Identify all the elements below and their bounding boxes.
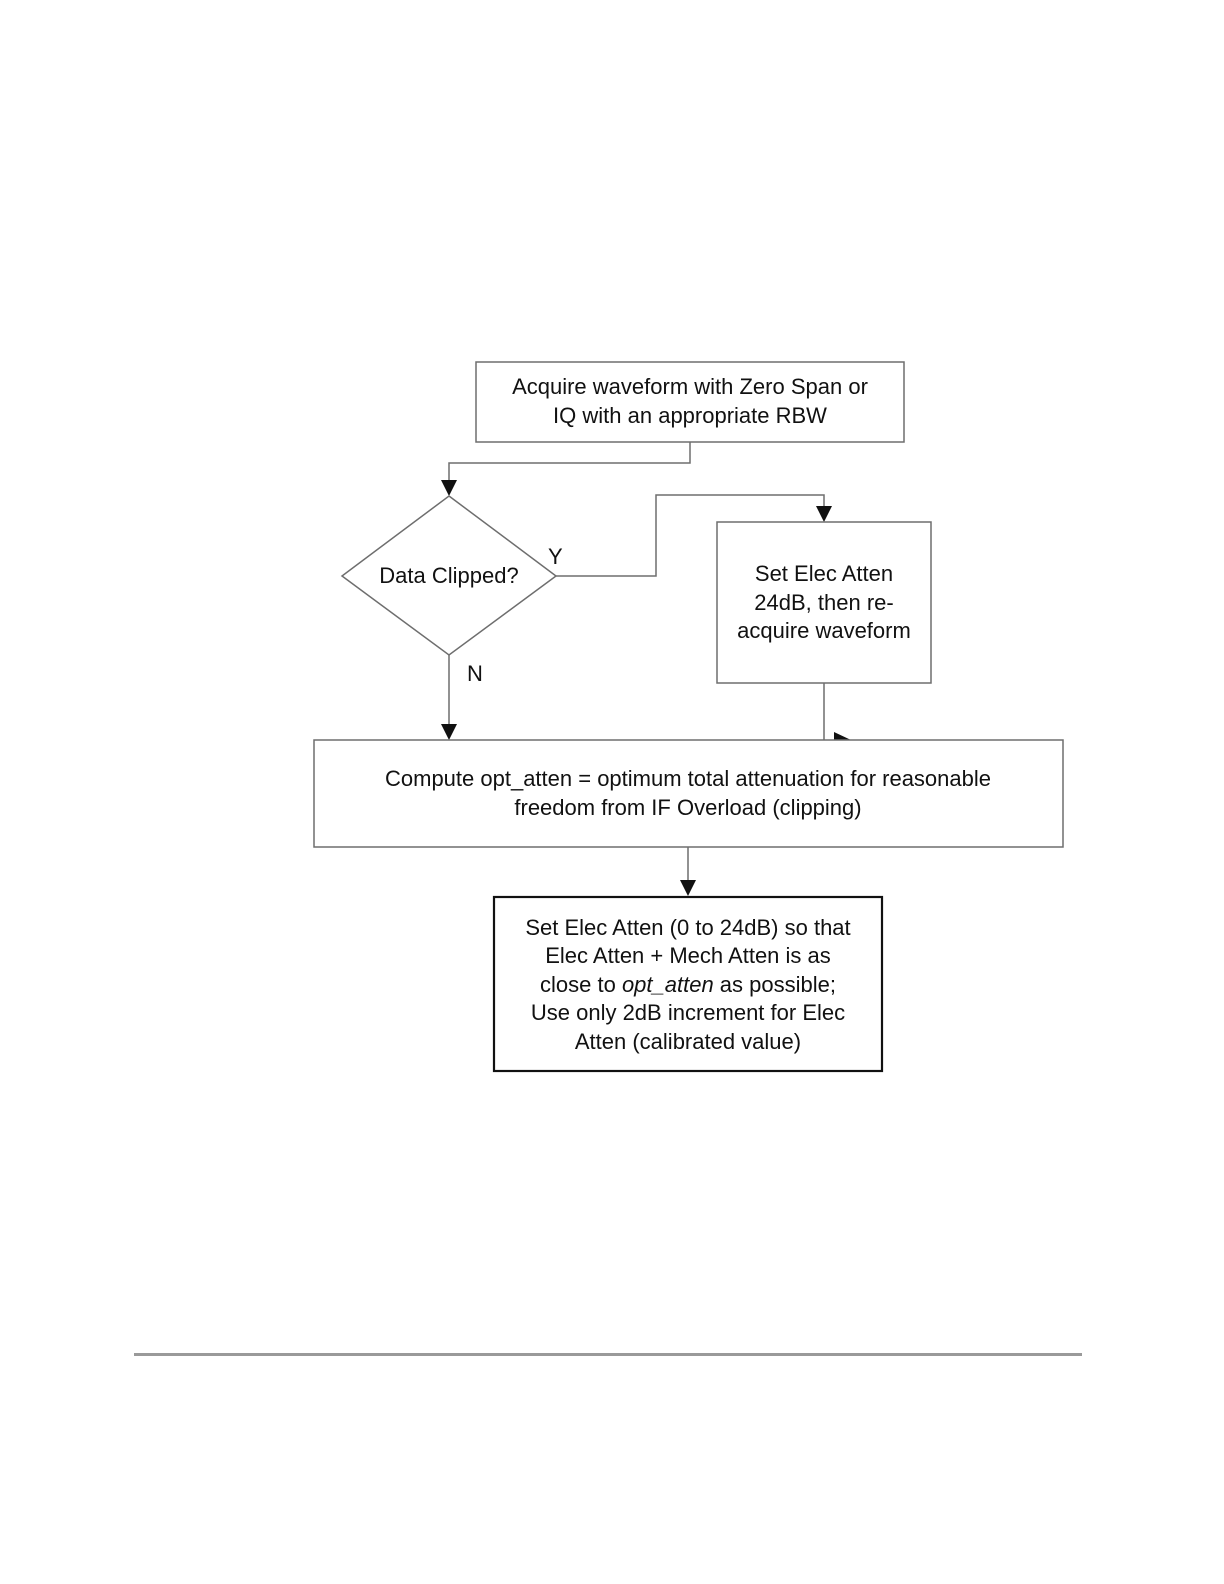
no-label: N (467, 661, 483, 686)
arrowhead-to-set-24db (816, 506, 832, 522)
set-24db-line-2: 24dB, then re- (754, 590, 893, 615)
set-24db-box: Set Elec Atten 24dB, then re- acquire wa… (716, 521, 932, 684)
set-24db-line-1: Set Elec Atten (755, 561, 893, 586)
set-24db-line-3: acquire waveform (737, 618, 911, 643)
data-clipped-decision: Data Clipped? (340, 495, 558, 656)
set-final-line-2: Elec Atten + Mech Atten is as (545, 943, 831, 968)
arrowhead-to-set-final (680, 880, 696, 896)
set-final-line-5: Atten (calibrated value) (575, 1029, 801, 1054)
edge-set-24db-to-compute (823, 683, 851, 748)
set-final-line-3-italic: opt_atten (622, 972, 714, 997)
yes-label: Y (548, 544, 563, 569)
set-final-atten-box: Set Elec Atten (0 to 24dB) so that Elec … (492, 895, 884, 1073)
compute-line-1: Compute opt_atten = optimum total attenu… (385, 766, 991, 791)
set-final-line-4: Use only 2dB increment for Elec (531, 1000, 845, 1025)
set-final-line-3-post: as possible; (714, 972, 836, 997)
edge-no-to-compute: N (441, 655, 483, 740)
acquire-waveform-box: Acquire waveform with Zero Span or IQ wi… (475, 361, 905, 443)
decision-text: Data Clipped? (379, 563, 518, 588)
edge-acquire-to-decision (441, 442, 691, 496)
acquire-line-1: Acquire waveform with Zero Span or (512, 374, 868, 399)
acquire-line-2: IQ with an appropriate RBW (553, 403, 827, 428)
compute-line-2: freedom from IF Overload (clipping) (514, 795, 861, 820)
arrowhead-no-to-compute (441, 724, 457, 740)
page-footer-rule (134, 1353, 1082, 1356)
edge-yes-to-set-24db: Y (548, 494, 832, 577)
edge-compute-to-set-final (680, 847, 696, 896)
arrowhead-to-decision (441, 480, 457, 496)
set-final-line-3: close to opt_atten as possible; (540, 972, 836, 997)
set-final-line-1: Set Elec Atten (0 to 24dB) so that (525, 915, 850, 940)
compute-opt-atten-box: Compute opt_atten = optimum total attenu… (313, 739, 1064, 848)
set-final-line-3-pre: close to (540, 972, 622, 997)
